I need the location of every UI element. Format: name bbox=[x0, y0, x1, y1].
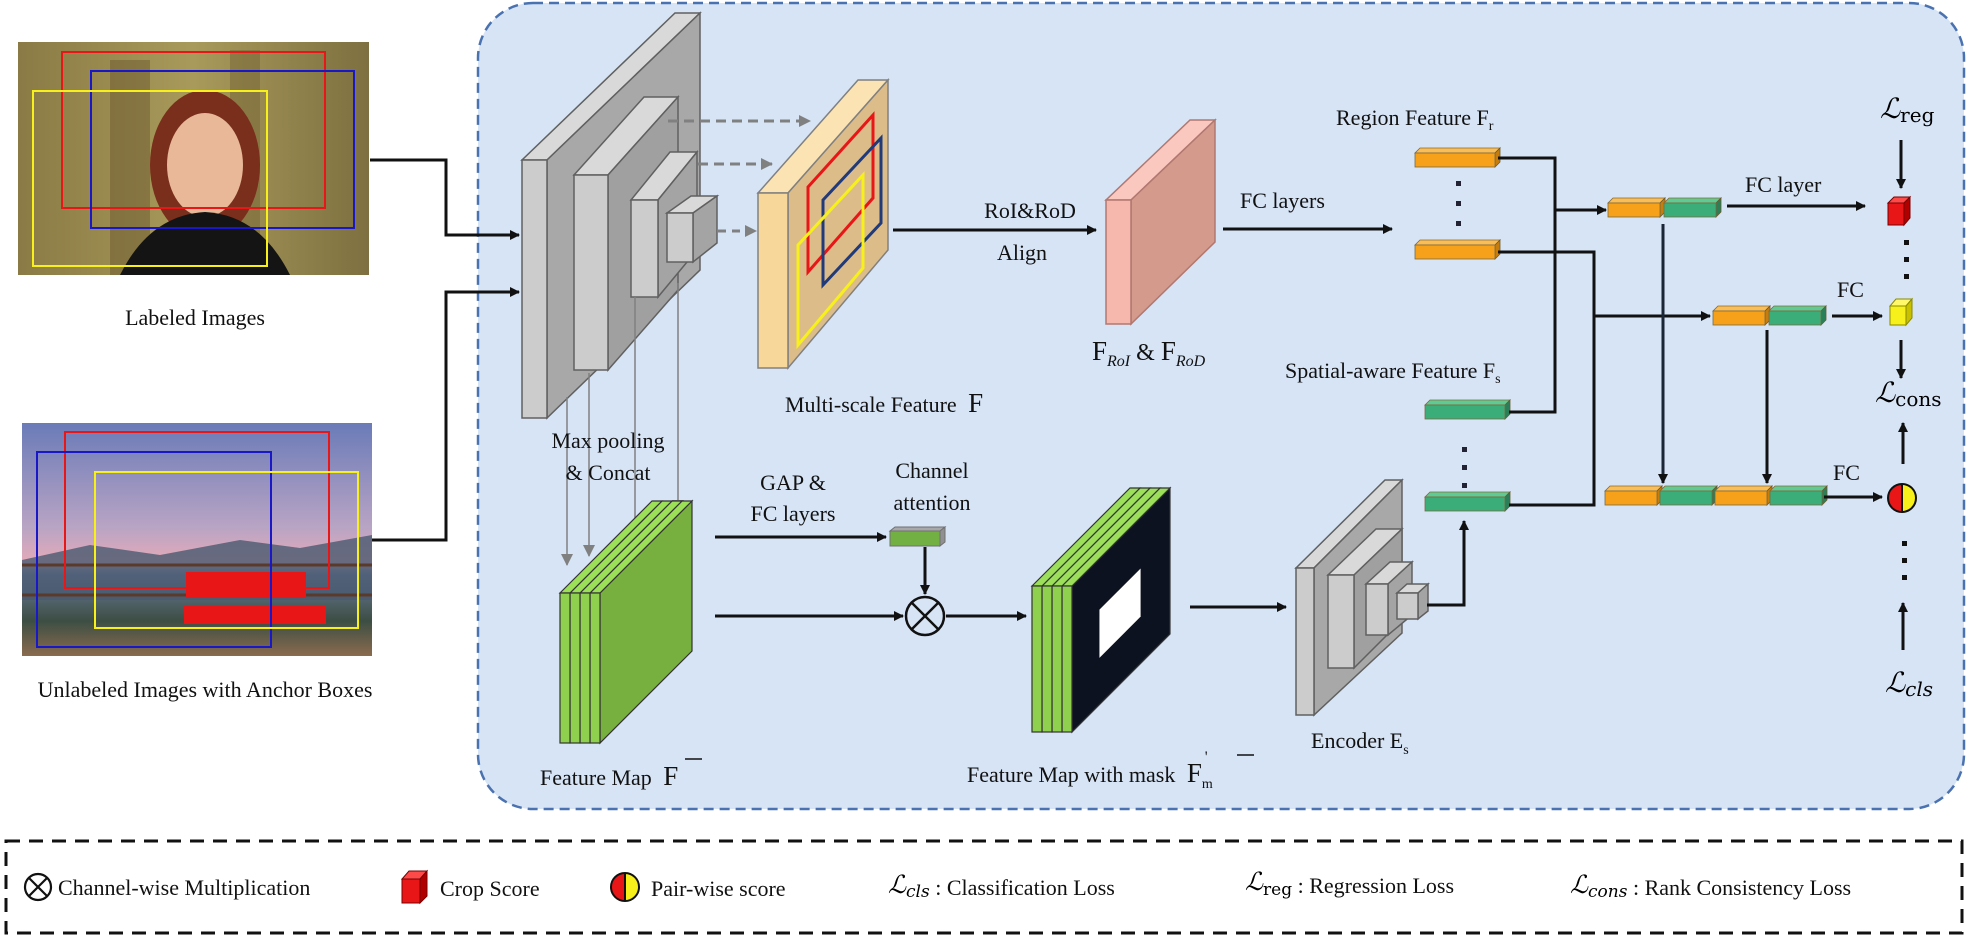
froi-frod-label: FRoI & FRoD bbox=[1092, 336, 1206, 370]
roi-align-label-2: Align bbox=[997, 240, 1047, 265]
spatial-feature-caption: Spatial-aware Feature Fs bbox=[1285, 358, 1501, 387]
multiscale-feature-block bbox=[756, 78, 890, 371]
gap-label-1: GAP & bbox=[760, 470, 826, 495]
concat-connectors bbox=[1498, 156, 1711, 507]
spatial-feature-vector bbox=[1424, 399, 1511, 420]
crop-score-cube-yellow bbox=[1888, 297, 1914, 327]
loss-cls-label: ℒcls bbox=[1885, 666, 1933, 701]
concat-vector-green bbox=[1768, 305, 1827, 326]
blue-anchor-box bbox=[90, 70, 355, 229]
spatial-dots bbox=[1462, 447, 1467, 488]
crop-score-cube-red bbox=[1886, 195, 1912, 227]
concat-vector-orange bbox=[1607, 197, 1666, 218]
legend-otimes-icon bbox=[23, 872, 53, 902]
region-feature-caption: Region Feature Fr bbox=[1336, 105, 1494, 134]
feature-channel bbox=[559, 592, 571, 744]
fc-bottom-label: FC bbox=[1833, 460, 1860, 485]
spatial-feature-vector bbox=[1424, 491, 1511, 512]
feature-channel bbox=[1041, 585, 1053, 733]
legend-label-pairwise-score: Pair-wise score bbox=[651, 876, 786, 901]
backbone-cnn bbox=[520, 11, 720, 420]
legend-label-crop-score: Crop Score bbox=[440, 876, 540, 901]
feature-map-block bbox=[558, 499, 694, 745]
yellow-anchor-box bbox=[32, 90, 268, 267]
labeled-images-caption: Labeled Images bbox=[125, 305, 265, 330]
channel-attention-label-1: Channel bbox=[895, 458, 968, 483]
roi-rod-feature-block bbox=[1104, 118, 1217, 326]
blue-anchor-box bbox=[36, 451, 272, 648]
fc-layer-label: FC layer bbox=[1745, 172, 1822, 197]
pipeline-panel bbox=[476, 1, 1966, 811]
channel-attention-vector bbox=[888, 525, 947, 548]
mask-window bbox=[1099, 568, 1141, 658]
score-dots-top bbox=[1904, 240, 1909, 279]
red-anchor-box bbox=[64, 431, 330, 589]
legend-pairwise-score-icon bbox=[610, 872, 640, 902]
loss-cons-label: ℒcons bbox=[1875, 376, 1942, 411]
pairwise-score-circle bbox=[1887, 483, 1917, 513]
fc-layers-label: FC layers bbox=[1240, 188, 1325, 213]
pair-vector-orange bbox=[1714, 485, 1773, 506]
max-pooling-label-1: Max pooling bbox=[551, 428, 664, 453]
encoder-to-spatial-arrow bbox=[1427, 520, 1469, 607]
multiscale-caption: Multi-scale Feature F bbox=[785, 388, 983, 418]
max-pooling-arrows bbox=[561, 283, 684, 566]
concat-vector-orange bbox=[1712, 305, 1771, 326]
region-feature-vector bbox=[1414, 147, 1501, 168]
region-feature-vector bbox=[1414, 239, 1501, 260]
feature-map-caption: Feature Map F bbox=[540, 761, 678, 791]
feature-channel bbox=[569, 592, 581, 744]
pair-vector-orange bbox=[1604, 485, 1663, 506]
feature-vectors bbox=[1414, 147, 1828, 512]
feature-channel bbox=[579, 592, 591, 744]
encoder-caption: Encoder Es bbox=[1311, 728, 1409, 758]
legend-loss-cons: ℒcons : Rank Consistency Loss bbox=[1570, 870, 1851, 902]
channel-multiply-icon bbox=[904, 595, 946, 637]
masked-feature-map-block bbox=[1030, 486, 1172, 734]
feature-channel bbox=[1051, 585, 1063, 733]
fc-mid-label: FC bbox=[1837, 277, 1864, 302]
masked-feature-map-caption: Feature Map with mask Fm' bbox=[967, 749, 1213, 792]
score-dots-bottom bbox=[1902, 541, 1907, 580]
roi-align-label-1: RoI&RoD bbox=[984, 198, 1076, 223]
legend-loss-reg: ℒreg : Regression Loss bbox=[1245, 867, 1454, 900]
channel-attention-label-2: attention bbox=[894, 490, 971, 515]
legend-box bbox=[4, 839, 1964, 935]
concat-vector-green bbox=[1663, 197, 1722, 218]
legend-label-channel-multiplication: Channel-wise Multiplication bbox=[58, 875, 310, 900]
legend-crop-score-icon bbox=[400, 869, 429, 905]
loss-reg-label: ℒreg bbox=[1880, 92, 1935, 127]
region-dots bbox=[1456, 181, 1461, 226]
unlabeled-image bbox=[22, 423, 372, 656]
unlabeled-images-caption: Unlabeled Images with Anchor Boxes bbox=[38, 677, 373, 702]
feature-channel bbox=[589, 592, 601, 744]
labeled-image bbox=[18, 42, 369, 275]
pair-vector-green bbox=[1769, 485, 1828, 506]
legend-loss-cls: ℒcls : Classification Loss bbox=[888, 870, 1115, 902]
feature-channel bbox=[1031, 585, 1043, 733]
labeled-input-arrow bbox=[370, 158, 520, 240]
max-pooling-label-2: & Concat bbox=[566, 460, 651, 485]
pair-vector-green bbox=[1659, 485, 1718, 506]
feature-channel bbox=[1061, 585, 1073, 733]
red-anchor-box bbox=[61, 51, 326, 209]
gap-label-2: FC layers bbox=[751, 501, 836, 526]
unlabeled-input-arrow bbox=[372, 287, 520, 542]
encoder-block bbox=[1294, 478, 1430, 717]
yellow-anchor-box bbox=[94, 471, 359, 629]
